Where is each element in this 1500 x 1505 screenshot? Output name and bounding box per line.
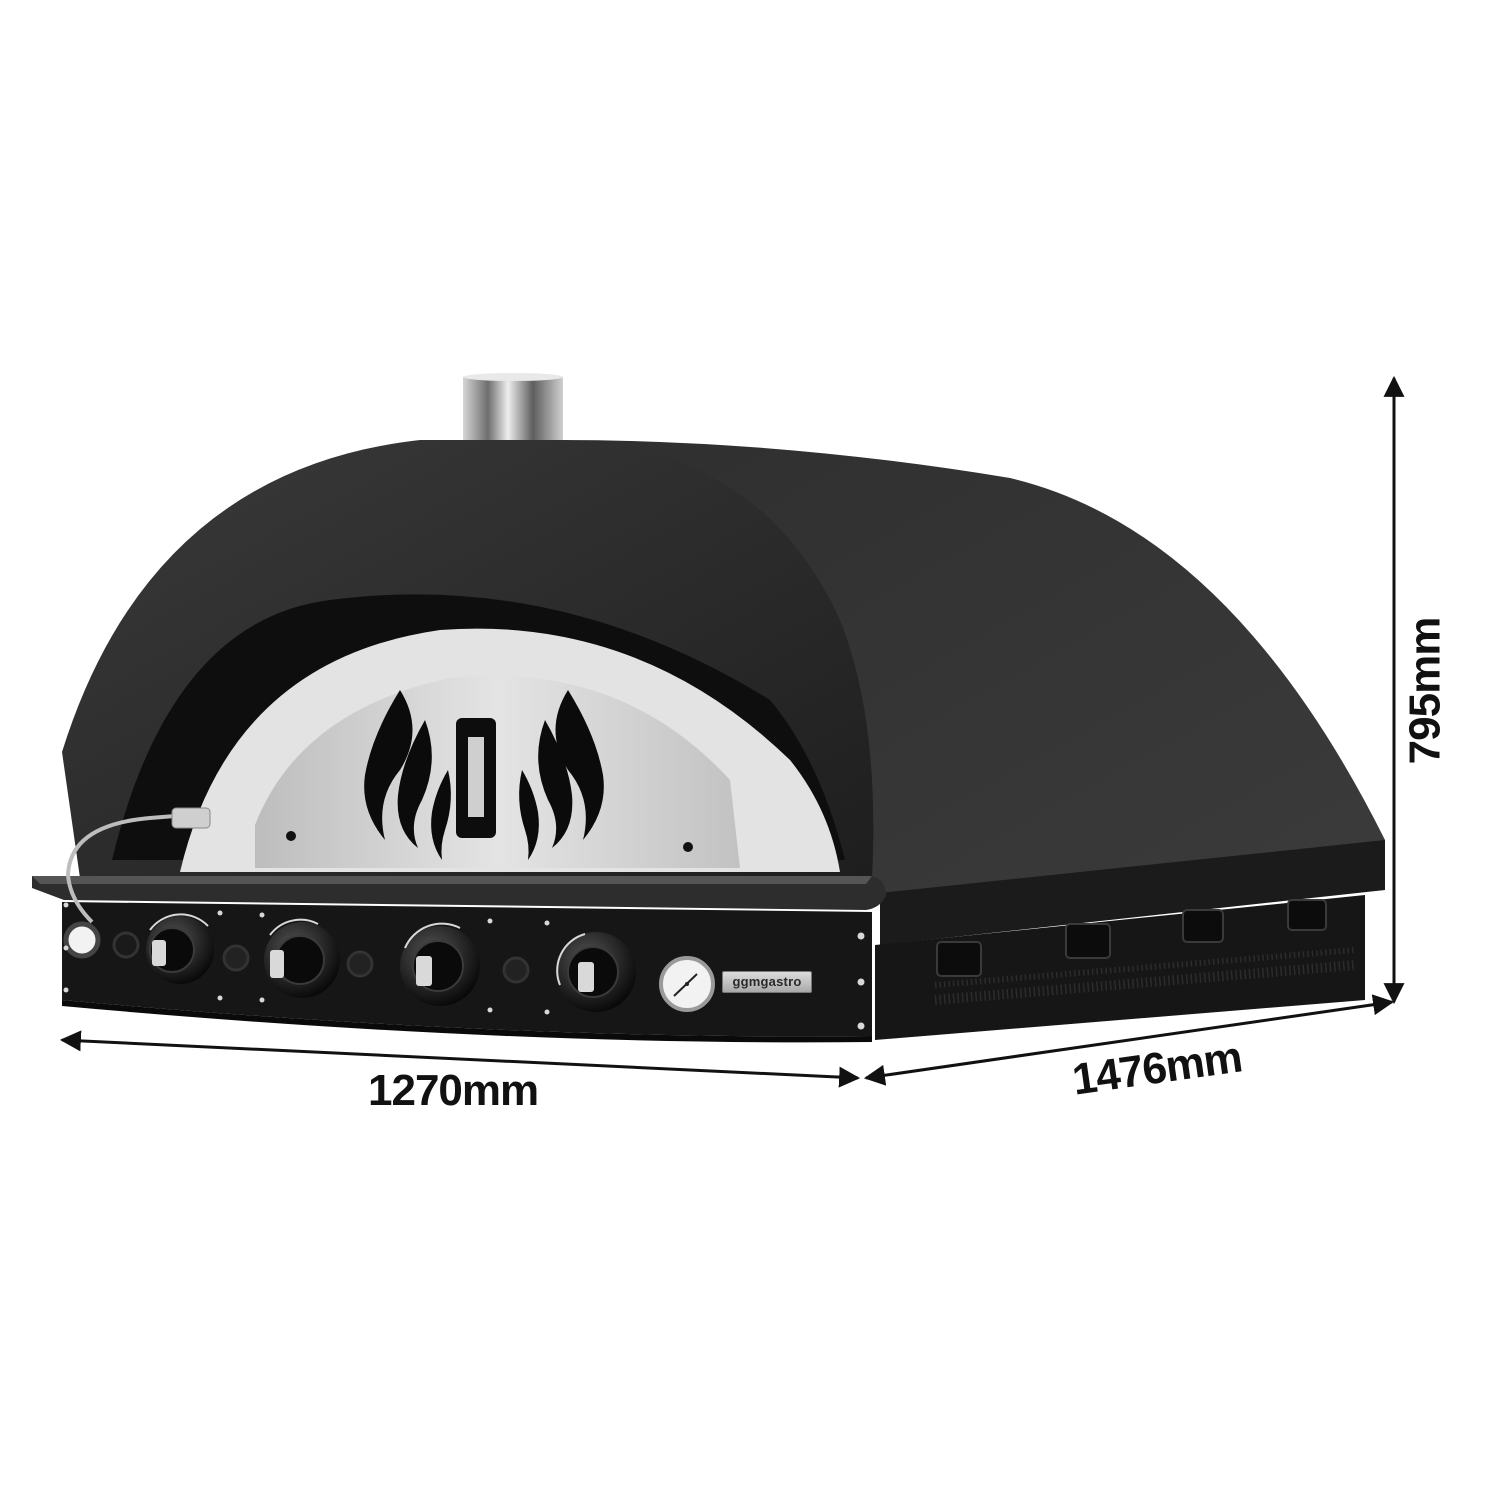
ignition-button[interactable] (346, 950, 374, 978)
door-handle[interactable] (456, 718, 496, 838)
dimension-line-width (59, 1030, 861, 1088)
control-knob[interactable] (556, 932, 636, 1012)
flame-cutout-icons (364, 690, 604, 860)
side-handle-slots (936, 899, 1327, 977)
panel-screws (63, 902, 865, 1030)
ignition-button[interactable] (112, 931, 140, 959)
front-ledge (32, 876, 886, 910)
oven-door-frame (180, 628, 840, 872)
control-knob[interactable] (400, 922, 480, 1006)
ignition-button[interactable] (502, 956, 530, 984)
width-dimension-label: 1270mm (368, 1066, 539, 1115)
chimney (463, 373, 563, 440)
dimension-line-depth (863, 994, 1395, 1086)
height-dimension-label: 795mm (1400, 617, 1450, 765)
ignition-button[interactable] (222, 944, 250, 972)
side-vent-grille (934, 947, 1356, 1005)
control-knob[interactable] (264, 918, 340, 998)
thermometer-gauge (659, 956, 715, 1012)
control-knob[interactable] (146, 913, 214, 984)
gooseneck-lamp[interactable] (63, 807, 211, 959)
brand-plate: ggmgastro (722, 971, 812, 993)
door-rivet (683, 842, 693, 852)
door-rivet (286, 831, 296, 841)
